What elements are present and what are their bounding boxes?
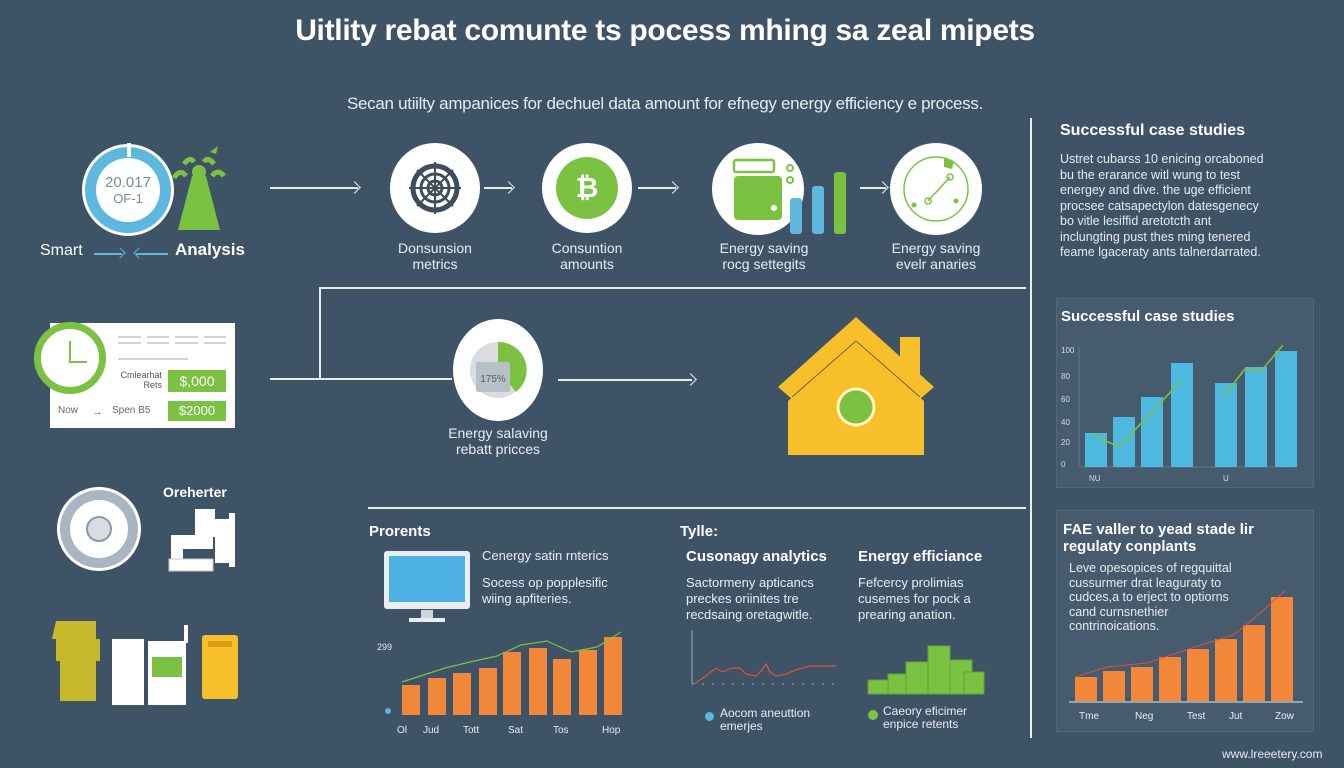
efficiency-title: Energy efficiance	[858, 548, 983, 565]
svg-text:100: 100	[1061, 346, 1075, 355]
gauge-value: 20.017	[105, 174, 151, 191]
smart-analysis-block: 20.017 OF-1 Smart Analysis	[40, 140, 270, 270]
svg-text:Jud: Jud	[423, 725, 439, 736]
svg-text:Neg: Neg	[1135, 711, 1153, 722]
appliances-row-icon	[52, 621, 238, 705]
flow-arrow-0	[270, 187, 358, 189]
svg-text:Sat: Sat	[508, 725, 523, 736]
svg-text:Zow: Zow	[1275, 711, 1295, 722]
smart-label: Smart	[40, 242, 83, 259]
page-subtitle: Secan utiilty ampanices for dechuel data…	[346, 94, 984, 113]
right-divider	[1030, 118, 1032, 738]
svg-text:U: U	[1223, 474, 1229, 483]
efficiency-body: Fefcercy prolimias cusemes for pock a pr…	[858, 575, 971, 622]
page-title: Uitlity rebat comunte ts pocess mhing sa…	[295, 14, 1035, 47]
svg-text:40: 40	[1061, 418, 1070, 427]
rebate-value-1: $,000	[168, 370, 226, 392]
svg-text:Test: Test	[1187, 711, 1206, 722]
wallet-bars-icon	[732, 158, 846, 234]
regulatory-body: Leve opesopices of regquittal cussurmer …	[1069, 561, 1232, 633]
arrow-right-icon	[94, 253, 122, 255]
arrow-right-small-icon: →	[92, 406, 103, 418]
rebate-value-2: $2000	[168, 401, 226, 421]
monitor-icon	[384, 551, 470, 622]
svg-text:80: 80	[1061, 372, 1070, 381]
regulatory-panel: FAE valler to yead stade lir regulaty co…	[1056, 510, 1314, 732]
prorents-title: Cenergy satin rnterics	[482, 548, 609, 563]
rebate-label-1: Cmlearhat Rets	[120, 370, 162, 390]
analytics-body: Sactormeny apticancs preckes oriinites t…	[686, 575, 814, 622]
flow-arrow-house	[558, 379, 692, 381]
step-label-1: Donsunsion metrics	[398, 240, 472, 272]
wall-clock-icon	[57, 487, 141, 571]
svg-text:Hop: Hop	[602, 725, 621, 736]
bar-chart-case-studies: 100 80 60 40 20 0 NU U	[1061, 344, 1297, 483]
analytics-title: Cusonagy analytics	[686, 548, 827, 565]
step-rebate-prices[interactable]: 175%	[453, 319, 543, 421]
clock-icon	[34, 322, 106, 394]
efficiency-legend: Caeory eficimer enpice retents	[883, 704, 968, 731]
case-studies-chart-panel: Successful case studies 100 80 60 40 20 …	[1056, 298, 1314, 488]
analytics-legend: Aocom aneuttion emerjes	[720, 706, 811, 733]
regulatory-title: FAE valler to yead stade lir regulaty co…	[1063, 521, 1254, 555]
svg-text:Tme: Tme	[1079, 711, 1099, 722]
card-text-lines	[118, 336, 226, 360]
arrow-left-icon	[136, 253, 168, 255]
cash-stack-icon	[867, 645, 985, 695]
svg-text:NU: NU	[1089, 474, 1101, 483]
svg-text:0: 0	[1061, 460, 1066, 469]
connector-vertical	[319, 287, 321, 379]
step-consumption-metrics[interactable]	[390, 143, 480, 233]
step-label-3: Energy saving rocg settegits	[719, 240, 809, 272]
legend-dot-green	[868, 710, 878, 720]
svg-text:175%: 175%	[480, 374, 506, 385]
tylle-heading: Tylle:	[680, 523, 719, 540]
bar-chart-bottom-left: 299 Ol Jud Tott Sat Tos Hop	[377, 631, 622, 736]
prorents-heading: Prorents	[369, 523, 431, 540]
prorents-body: Socess op popplesific wiing apfiteries.	[482, 575, 608, 606]
svg-text:Jut: Jut	[1229, 711, 1243, 722]
rebate-label-now: Now	[58, 405, 79, 416]
flow-arrow-1	[484, 187, 512, 189]
svg-text:20: 20	[1061, 438, 1070, 447]
footer-url[interactable]: www.lreeetery.com	[1222, 747, 1323, 761]
rebate-step-label: Energy salaving rebatt pricces	[448, 425, 548, 457]
gauge-icon: 20.017 OF-1	[82, 143, 174, 236]
bitcoin-coin-icon: ₿	[556, 157, 618, 219]
case-studies-body: Ustret cubarss 10 enicing orcaboned bu t…	[1060, 152, 1264, 259]
bottom-divider	[368, 507, 1026, 509]
bar-chart-regulatory: Tme Neg Test Jut Zow	[1069, 591, 1303, 722]
svg-text:Tos: Tos	[553, 725, 569, 736]
radar-dial-icon	[903, 156, 969, 222]
svg-text:Ol: Ol	[397, 725, 407, 736]
step-energy-saving-analysis[interactable]	[890, 143, 982, 235]
case-studies-title: Successful case studies	[1060, 122, 1245, 139]
svg-text:Tott: Tott	[463, 725, 479, 736]
line-chart-analytics	[691, 630, 842, 685]
connector-horizontal-top	[319, 287, 1026, 289]
svg-text:299: 299	[377, 642, 392, 652]
signal-tower-icon	[171, 146, 226, 230]
gauge-sub: OF-1	[113, 191, 143, 206]
analysis-label: Analysis	[175, 240, 245, 259]
flow-arrow-2	[638, 187, 676, 189]
legend-dot-blue	[705, 712, 714, 721]
meter-pie-icon: 175%	[470, 341, 527, 398]
heater-machine-icon	[168, 509, 235, 572]
step-consumption-amounts[interactable]: ₿	[542, 143, 632, 233]
target-gear-icon	[409, 162, 461, 214]
house-icon	[778, 317, 934, 455]
step-label-4: Energy saving evelr anaries	[891, 240, 981, 272]
svg-text:60: 60	[1061, 395, 1070, 404]
connector-left	[270, 378, 452, 380]
step-label-2: Consuntion amounts	[551, 240, 623, 272]
flow-arrow-3	[860, 187, 886, 189]
rebate-label-spend: Spen B5	[112, 405, 151, 416]
chart-panel-title: Successful case studies	[1061, 308, 1235, 325]
appliance-label: Oreherter	[163, 484, 227, 500]
